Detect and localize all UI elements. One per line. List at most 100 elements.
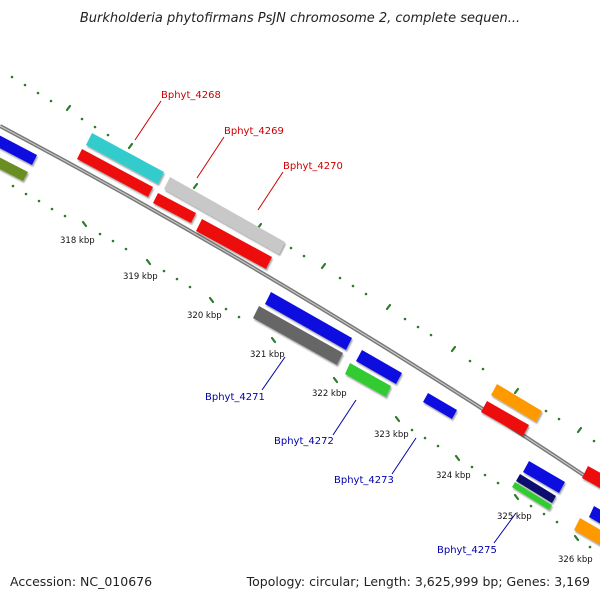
cds-feature-cyan[interactable]: [86, 133, 164, 184]
outer-minor-tick: [36, 91, 40, 95]
inner-minor-tick: [410, 428, 414, 432]
cds-feature-blue[interactable]: [356, 350, 402, 384]
cds-feature-olive[interactable]: [0, 156, 28, 181]
leader-line: [196, 136, 225, 179]
cds-feature-darkgray[interactable]: [253, 306, 343, 365]
outer-major-tick: [576, 426, 583, 434]
cds-feature-red[interactable]: [153, 193, 196, 223]
outer-minor-tick: [289, 246, 293, 250]
leader-line: [261, 356, 286, 391]
backbone-highlight: [0, 125, 600, 487]
inner-minor-tick: [11, 184, 15, 188]
outer-minor-tick: [592, 439, 596, 443]
cds-feature-blue[interactable]: [589, 506, 600, 524]
backbone: [0, 124, 600, 488]
inner-minor-tick: [483, 473, 487, 477]
backbone-line: [0, 124, 600, 488]
accession-text: Accession: NC_010676: [10, 574, 152, 589]
inner-major-tick: [208, 296, 215, 304]
inner-minor-tick: [24, 192, 28, 196]
outer-minor-tick: [416, 325, 420, 329]
outer-minor-tick: [106, 133, 110, 137]
gene-label-top[interactable]: Bphyt_4269: [224, 126, 284, 137]
cds-feature-red[interactable]: [582, 466, 600, 488]
inner-major-tick: [454, 454, 461, 462]
kbp-label: 323 kbp: [374, 430, 409, 440]
inner-minor-tick: [98, 232, 102, 236]
leader-line: [332, 399, 357, 436]
cds-feature-navy[interactable]: [516, 474, 556, 503]
inner-minor-tick: [50, 207, 54, 211]
cds-feature-green[interactable]: [345, 363, 391, 397]
inner-major-tick: [145, 258, 152, 266]
gene-label-top[interactable]: Bphyt_4268: [161, 90, 221, 101]
cds-feature-blue[interactable]: [523, 461, 565, 493]
outer-major-tick: [65, 104, 72, 112]
outer-major-tick: [192, 182, 199, 190]
cds-feature-lightgray[interactable]: [164, 177, 285, 254]
outer-minor-tick: [49, 99, 53, 103]
cds-feature-red[interactable]: [481, 401, 529, 436]
gene-features: [0, 133, 600, 545]
inner-minor-tick: [175, 277, 179, 281]
outer-major-tick: [513, 387, 520, 395]
inner-minor-tick: [111, 239, 115, 243]
inner-minor-tick: [37, 199, 41, 203]
inner-minor-tick: [63, 214, 67, 218]
leader-line: [391, 437, 417, 475]
cds-feature-blue[interactable]: [265, 292, 352, 350]
inner-major-tick: [513, 493, 520, 501]
outer-minor-tick: [338, 276, 342, 280]
outer-minor-tick: [403, 317, 407, 321]
map-title: Burkholderia phytofirmans PsJN chromosom…: [80, 11, 520, 26]
kbp-label: 320 kbp: [187, 311, 222, 321]
inner-major-tick: [573, 534, 580, 542]
outer-minor-tick: [80, 117, 84, 121]
topology-summary-text: Topology: circular; Length: 3,625,999 bp…: [246, 574, 590, 589]
cds-feature-green[interactable]: [512, 482, 552, 510]
cds-feature-red[interactable]: [196, 219, 272, 269]
cds-feature-orange[interactable]: [491, 384, 542, 422]
inner-minor-tick: [224, 307, 228, 311]
gene-label-top[interactable]: Bphyt_4270: [283, 161, 343, 172]
outer-minor-tick: [544, 409, 548, 413]
kbp-label: 322 kbp: [312, 389, 347, 399]
inner-minor-tick: [496, 481, 500, 485]
cds-feature-red[interactable]: [77, 149, 153, 197]
outer-minor-tick: [429, 333, 433, 337]
leader-line: [257, 171, 284, 211]
inner-minor-tick: [237, 315, 241, 319]
inner-major-tick: [332, 376, 339, 384]
inner-minor-tick: [423, 436, 427, 440]
kbp-label: 325 kbp: [497, 512, 532, 522]
outer-major-tick: [385, 303, 392, 311]
outer-major-tick: [450, 345, 457, 353]
inner-minor-tick: [188, 285, 192, 289]
kbp-labels: 318 kbp 319 kbp 320 kbp 321 kbp 322 kbp …: [60, 236, 593, 565]
inner-minor-tick: [588, 545, 592, 549]
kbp-label: 321 kbp: [250, 350, 285, 360]
kbp-label: 326 kbp: [558, 555, 593, 565]
leader-line: [134, 100, 162, 141]
kbp-label: 319 kbp: [123, 272, 158, 282]
inner-minor-tick: [555, 520, 559, 524]
gene-label-bottom[interactable]: Bphyt_4272: [274, 436, 334, 447]
cds-feature-orange[interactable]: [574, 518, 600, 545]
gene-label-bottom[interactable]: Bphyt_4275: [437, 545, 497, 556]
outer-tick-ring: [10, 75, 596, 443]
kbp-label: 318 kbp: [60, 236, 95, 246]
outer-minor-tick: [23, 83, 27, 87]
outer-major-tick: [127, 142, 134, 150]
cds-feature-blue[interactable]: [0, 134, 37, 165]
inner-major-tick: [394, 415, 401, 423]
outer-minor-tick: [10, 75, 14, 79]
inner-minor-tick: [162, 269, 166, 273]
gene-labels: Bphyt_4268 Bphyt_4269 Bphyt_4270 Bphyt_4…: [161, 90, 497, 556]
gene-label-bottom[interactable]: Bphyt_4271: [205, 392, 265, 403]
outer-minor-tick: [302, 254, 306, 258]
inner-major-tick: [81, 220, 88, 228]
cds-feature-blue[interactable]: [423, 393, 457, 419]
gene-label-bottom[interactable]: Bphyt_4273: [334, 475, 394, 486]
leader-line: [493, 512, 517, 544]
